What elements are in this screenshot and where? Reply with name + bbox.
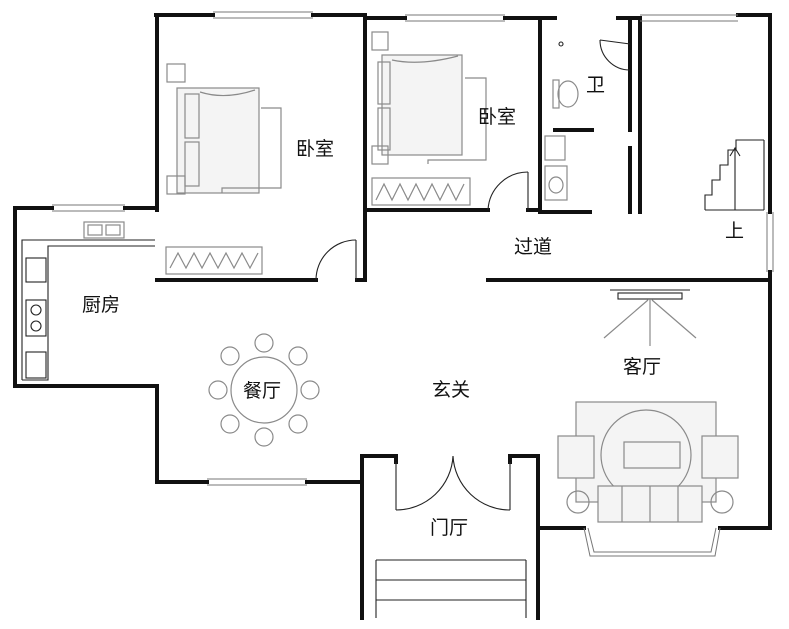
dining-table [208, 333, 320, 447]
bed-mid [371, 31, 487, 165]
label-dining: 餐厅 [243, 380, 282, 402]
label-entry-hall: 门厅 [430, 517, 469, 539]
kitchen-sink [83, 221, 125, 239]
label-kitchen: 厨房 [82, 294, 121, 316]
entry-steps [360, 480, 540, 620]
bed-left [166, 63, 282, 195]
walls [13, 13, 772, 530]
label-bathroom: 卫 [586, 74, 606, 96]
windows [52, 11, 774, 557]
bathroom-fixtures [544, 41, 579, 201]
wardrobe-mid [371, 177, 471, 206]
kitchen-counter [21, 239, 155, 381]
label-foyer: 玄关 [432, 379, 471, 401]
tv-unit [603, 289, 697, 346]
doors [315, 39, 631, 511]
kitchen-stove [25, 257, 47, 379]
sofa-set [557, 401, 739, 523]
label-corridor: 过道 [514, 236, 553, 258]
label-living: 客厅 [623, 356, 662, 378]
label-bedroom-left: 卧室 [296, 138, 335, 160]
wardrobe-left [165, 246, 263, 275]
staircase [704, 139, 765, 211]
label-bedroom-mid: 卧室 [478, 106, 517, 128]
label-stair: 上 [725, 220, 745, 242]
